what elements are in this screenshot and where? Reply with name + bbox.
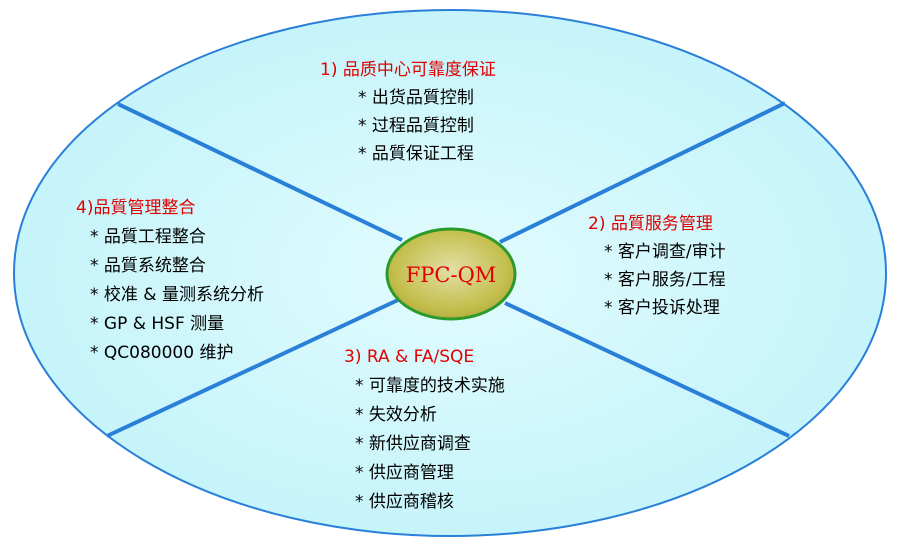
list-item: 可靠度的技术实施: [355, 372, 505, 401]
section-reliability-analysis: 3) RA & FA/SQE 可靠度的技术实施 失效分析 新供应商调查 供应商管…: [344, 343, 505, 517]
list-item: 失效分析: [355, 401, 505, 430]
list-item: 客户服务/工程: [604, 266, 726, 294]
center-label: FPC-QM: [405, 263, 497, 287]
section-quality-center: 1) 品质中心可靠度保证 出货品質控制 过程品質控制 品質保证工程: [320, 56, 496, 168]
list-item: 客户调查/审计: [604, 238, 726, 266]
list-item: 供应商管理: [355, 459, 505, 488]
divider-lower-left: [106, 298, 399, 438]
divider-lower-right: [504, 301, 790, 438]
section-management-integration: 4)品質管理整合 品質工程整合 品質系统整合 校准 & 量测系统分析 GP & …: [76, 194, 264, 368]
list-item: 客户投诉处理: [604, 294, 726, 322]
list-item: 品質保证工程: [358, 140, 496, 168]
list-item: QC080000 维护: [90, 339, 264, 368]
section-title-service-management: 2) 品質服务管理: [588, 214, 713, 234]
list-item: 品質系统整合: [90, 252, 264, 281]
list-item: 供应商稽核: [355, 488, 505, 517]
center-hub: [385, 227, 517, 321]
section-title-management-integration: 4)品質管理整合: [76, 198, 196, 218]
list-item: 校准 & 量测系统分析: [90, 281, 264, 310]
list-item: 过程品質控制: [358, 112, 496, 140]
list-item: 品質工程整合: [90, 223, 264, 252]
list-item: GP & HSF 测量: [90, 310, 264, 339]
list-item: 新供应商调查: [355, 430, 505, 459]
section-service-management: 2) 品質服务管理 客户调查/审计 客户服务/工程 客户投诉处理: [588, 210, 726, 322]
list-item: 出货品質控制: [358, 84, 496, 112]
divider-upper-left: [117, 102, 403, 242]
section-title-quality-center: 1) 品质中心可靠度保证: [320, 60, 496, 80]
section-title-reliability-analysis: 3) RA & FA/SQE: [344, 347, 475, 367]
divider-upper-right: [499, 101, 786, 244]
